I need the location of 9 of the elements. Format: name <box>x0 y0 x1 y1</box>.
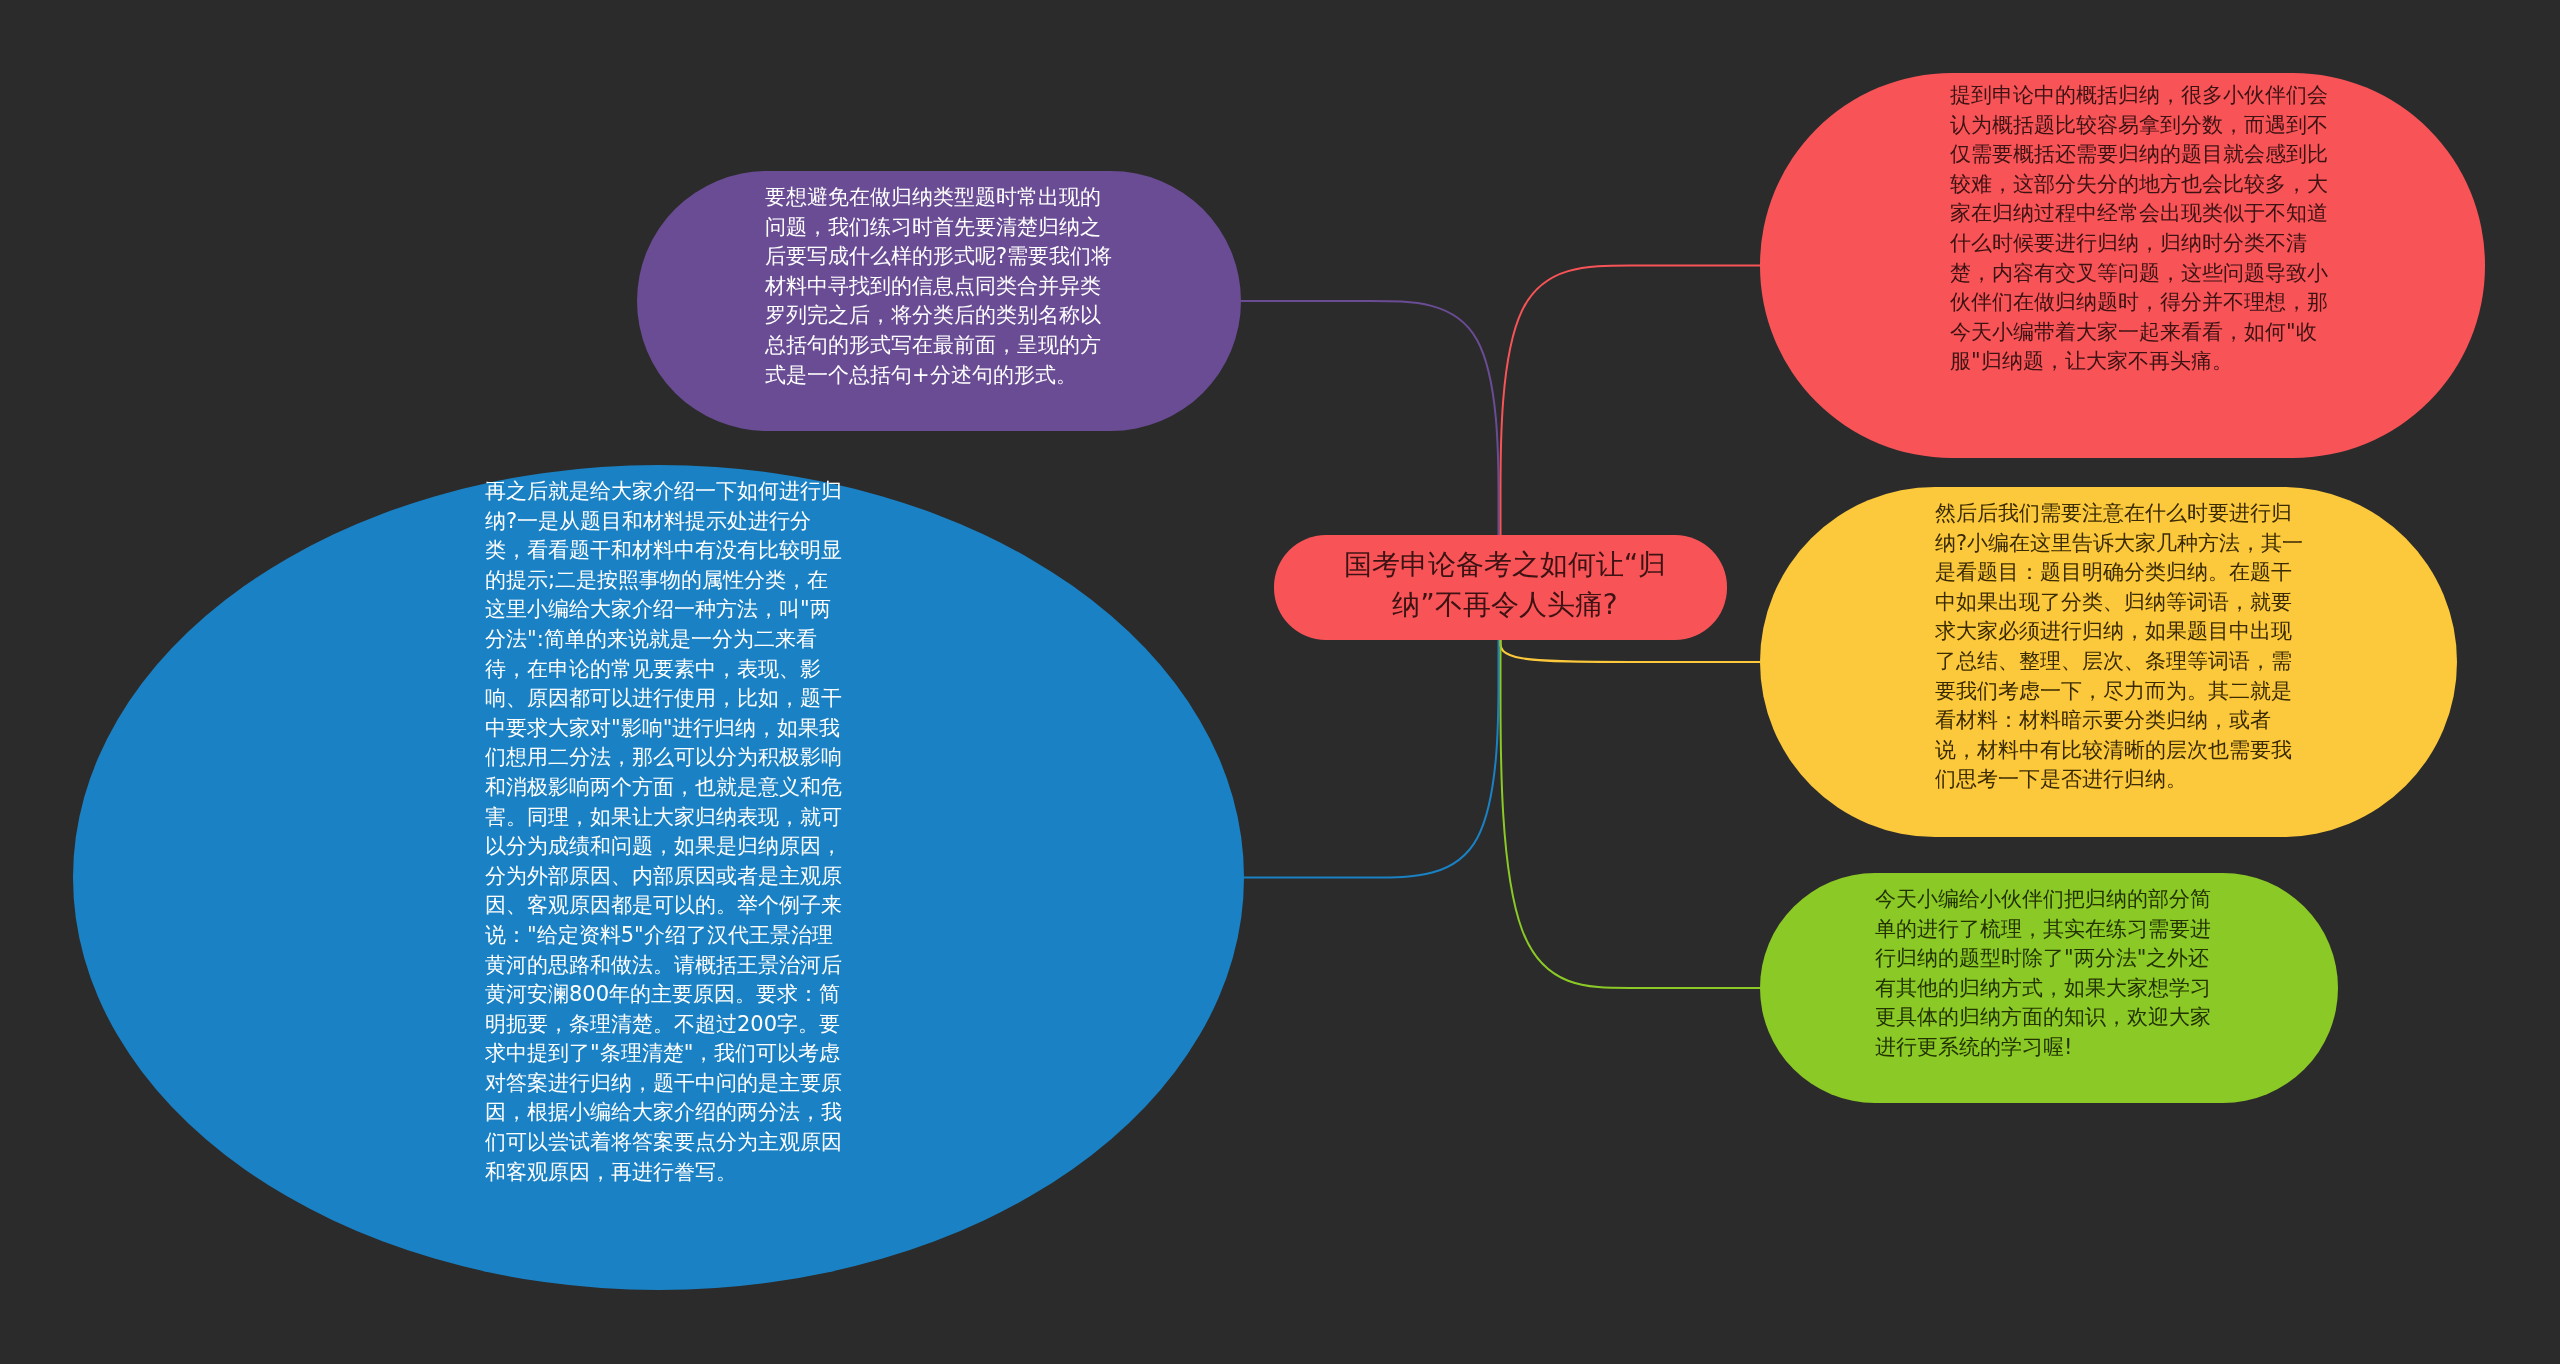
paragraph: 要想避免在做归纳类型题时常出现的问题，我们练习时首先要清楚归纳之后要写成什么样的形式呢?需要我们将材料中寻找到的信息点同类合并异类罗列完之后，将分类后的类别名称以总括句的形式写在最前面，呈现的方式是一个总括句+分述句的形式。 <box>765 184 1114 389</box>
paragraph: 今天小编给小伙伴们把归纳的部分简单的进行了梳理，其实在练习需要进行归纳的题型时除了"两分法"之外还有其他的归纳方式，如果大家想学习更具体的归纳方面的知识，欢迎大家进行更系统的学习喔! <box>1875 886 2212 1061</box>
connector-line <box>1240 300 1500 536</box>
topic-title: 国考申论备考之如何让“归纳”不再令人头痛? <box>1342 547 1668 623</box>
connector-line <box>1499 264 1761 536</box>
paragraph: 提到申论中的概括归纳，很多小伙伴们会认为概括题比较容易拿到分数，而遇到不仅需要概括还需要归纳的题目就会感到比较难，这部分失分的地方也会比较多，大家在归纳过程中经常会出现类似于不知道什么时候要进行归纳，归纳时分类不清楚，内容有交叉等问题，这些问题导致小伙伴们在做归纳题时，得分并不理想，那今天小编带着大家一起来看看，如何"收服"归纳题，让大家不再头痛。 <box>1950 82 2329 376</box>
paragraph: 再之后就是给大家介绍一下如何进行归纳?一是从题目和材料提示处进行分类，看看题干和材料中有没有比较明显的提示;二是按照事物的属性分类，在这里小编给大家介绍一种方法，叫"两分法":简单的来说就是一分为二来看待，在申论的常见要素中，表现、影响、原因都可以进行使用，比如，题干中要求大家对"影响"进行归纳，如果我们想用二分法，那么可以分为积极影响和消极影响两个方面，也就是意义和危害。同理，如果让大家归纳表现，就可以分为成绩和问题，如果是归纳原因，分为外部原因、内部原因或者是主观原因、客观原因都是可以的。举个例子来说："给定资料5"介绍了汉代王景治理黄河的思路和做法。请概括王景治河后黄河安澜800年的主要原因。要求：简明扼要，条理清楚。不超过200字。要求中提到了"条理清楚"，我们可以考虑对答案进行归纳，题干中问的是主要原因，根据小编给大家介绍的两分法，我们可以尝试着将答案要点分为主观原因和客观原因，再进行誊写。 <box>485 478 843 1186</box>
connector-line <box>1243 639 1500 879</box>
paragraph: 然后后我们需要注意在什么时要进行归纳?小编在这里告诉大家几种方法，其一是看题目：题目明确分类归纳。在题干中如果出现了分类、归纳等词语，就要求大家必须进行归纳，如果题目中出现了总结、整理、层次、条理等词语，需要我们考虑一下，尽力而为。其二就是看材料：材料暗示要分类归纳，或者说，材料中有比较清晰的层次也需要我们思考一下是否进行归纳。 <box>1935 500 2305 794</box>
